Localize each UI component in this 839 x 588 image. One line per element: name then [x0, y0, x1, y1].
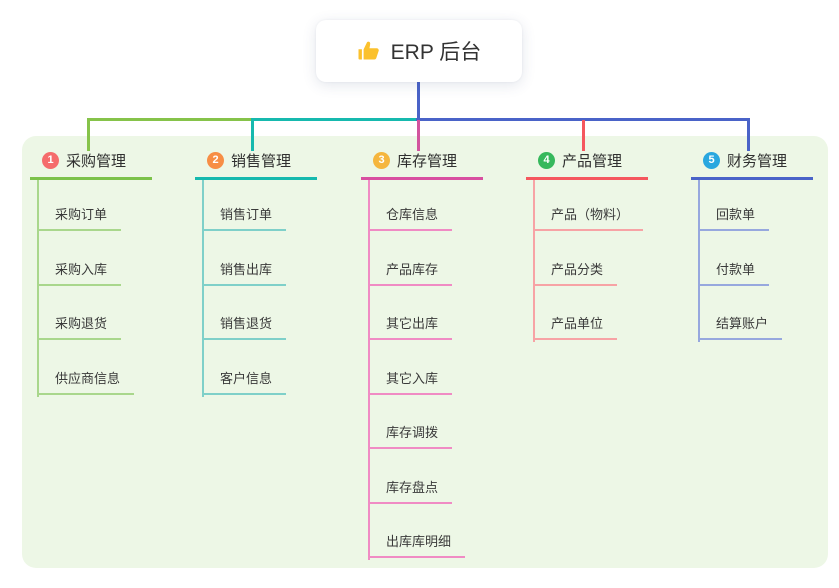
leaf-node[interactable]: 客户信息 — [202, 367, 287, 395]
branch-title: 财务管理 — [727, 153, 788, 170]
leaf-node[interactable]: 产品（物料） — [533, 203, 644, 231]
branch-number-badge: 3 — [373, 152, 390, 169]
leaf-node[interactable]: 采购退货 — [37, 312, 122, 340]
branch-node-4[interactable]: 4 产品管理 — [526, 150, 648, 180]
leaf-node[interactable]: 销售出库 — [202, 258, 287, 286]
branch-node-3[interactable]: 3 库存管理 — [361, 150, 483, 180]
branch-title: 采购管理 — [66, 153, 127, 170]
branch-number-badge: 2 — [207, 152, 224, 169]
connector-drop-3 — [417, 120, 420, 151]
branch-node-1[interactable]: 1 采购管理 — [30, 150, 152, 180]
connector-drop-5 — [747, 120, 750, 151]
branch-number-badge: 4 — [538, 152, 555, 169]
branch-title: 产品管理 — [562, 153, 623, 170]
connector-drop-4 — [582, 120, 585, 151]
branch-tree-line-5 — [698, 177, 700, 342]
leaf-node[interactable]: 产品单位 — [533, 312, 618, 340]
leaf-node[interactable]: 供应商信息 — [37, 367, 135, 395]
branch-title: 库存管理 — [397, 153, 458, 170]
leaf-node[interactable]: 采购订单 — [37, 203, 122, 231]
branch-node-5[interactable]: 5 财务管理 — [691, 150, 813, 180]
leaf-node[interactable]: 库存盘点 — [368, 476, 453, 504]
branch-number-badge: 5 — [703, 152, 720, 169]
bus-segment-left — [87, 118, 254, 121]
leaf-node[interactable]: 销售订单 — [202, 203, 287, 231]
leaf-node[interactable]: 其它出库 — [368, 312, 453, 340]
branches-panel — [22, 136, 828, 568]
leaf-node[interactable]: 回款单 — [698, 203, 770, 231]
connector-drop-1 — [87, 120, 90, 151]
root-connector — [417, 82, 420, 119]
branch-number-badge: 1 — [42, 152, 59, 169]
branch-tree-line-1 — [37, 177, 39, 397]
leaf-node[interactable]: 采购入库 — [37, 258, 122, 286]
leaf-node[interactable]: 产品库存 — [368, 258, 453, 286]
bus-segment-right — [416, 118, 750, 121]
leaf-node[interactable]: 销售退货 — [202, 312, 287, 340]
branch-tree-line-2 — [202, 177, 204, 397]
leaf-node[interactable]: 出库库明细 — [368, 530, 466, 558]
leaf-node[interactable]: 结算账户 — [698, 312, 783, 340]
leaf-node[interactable]: 其它入库 — [368, 367, 453, 395]
branch-node-2[interactable]: 2 销售管理 — [195, 150, 317, 180]
thumbs-up-icon — [358, 41, 379, 60]
bus-segment-middle — [251, 118, 419, 121]
leaf-node[interactable]: 仓库信息 — [368, 203, 453, 231]
connector-drop-2 — [251, 120, 254, 151]
leaf-node[interactable]: 付款单 — [698, 258, 770, 286]
root-node-erp[interactable]: ERP 后台 — [316, 20, 522, 82]
branch-tree-line-4 — [533, 177, 535, 342]
leaf-node[interactable]: 产品分类 — [533, 258, 618, 286]
leaf-node[interactable]: 库存调拨 — [368, 421, 453, 449]
branch-title: 销售管理 — [231, 153, 292, 170]
branch-tree-line-3 — [368, 177, 370, 560]
root-title: ERP 后台 — [390, 41, 482, 64]
